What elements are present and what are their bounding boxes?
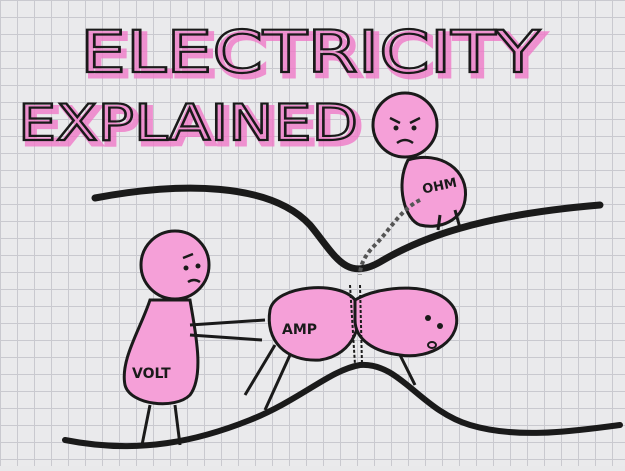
title-line2: EXPLAINED: [18, 94, 358, 152]
volt-label: VOLT: [132, 366, 171, 382]
title-line1-highlight: ELECTRICITY: [84, 22, 545, 90]
ohm-label: OHM: [421, 176, 458, 198]
amp-label: AMP: [282, 322, 317, 338]
volt-character: VOLT: [122, 229, 266, 446]
chain-icon: [358, 198, 421, 276]
conductor-wire: [62, 184, 623, 450]
ohm-character: OHM: [358, 91, 467, 276]
title-line1: ELECTRICITY: [80, 18, 541, 86]
volt-head: [139, 229, 211, 301]
amp-character: AMP: [243, 284, 459, 411]
title-line2-highlight: EXPLAINED: [22, 98, 362, 156]
title: ELECTRICITY ELECTRICITY EXPLAINED EXPLAI…: [17, 17, 547, 159]
ohm-head: [371, 91, 439, 159]
